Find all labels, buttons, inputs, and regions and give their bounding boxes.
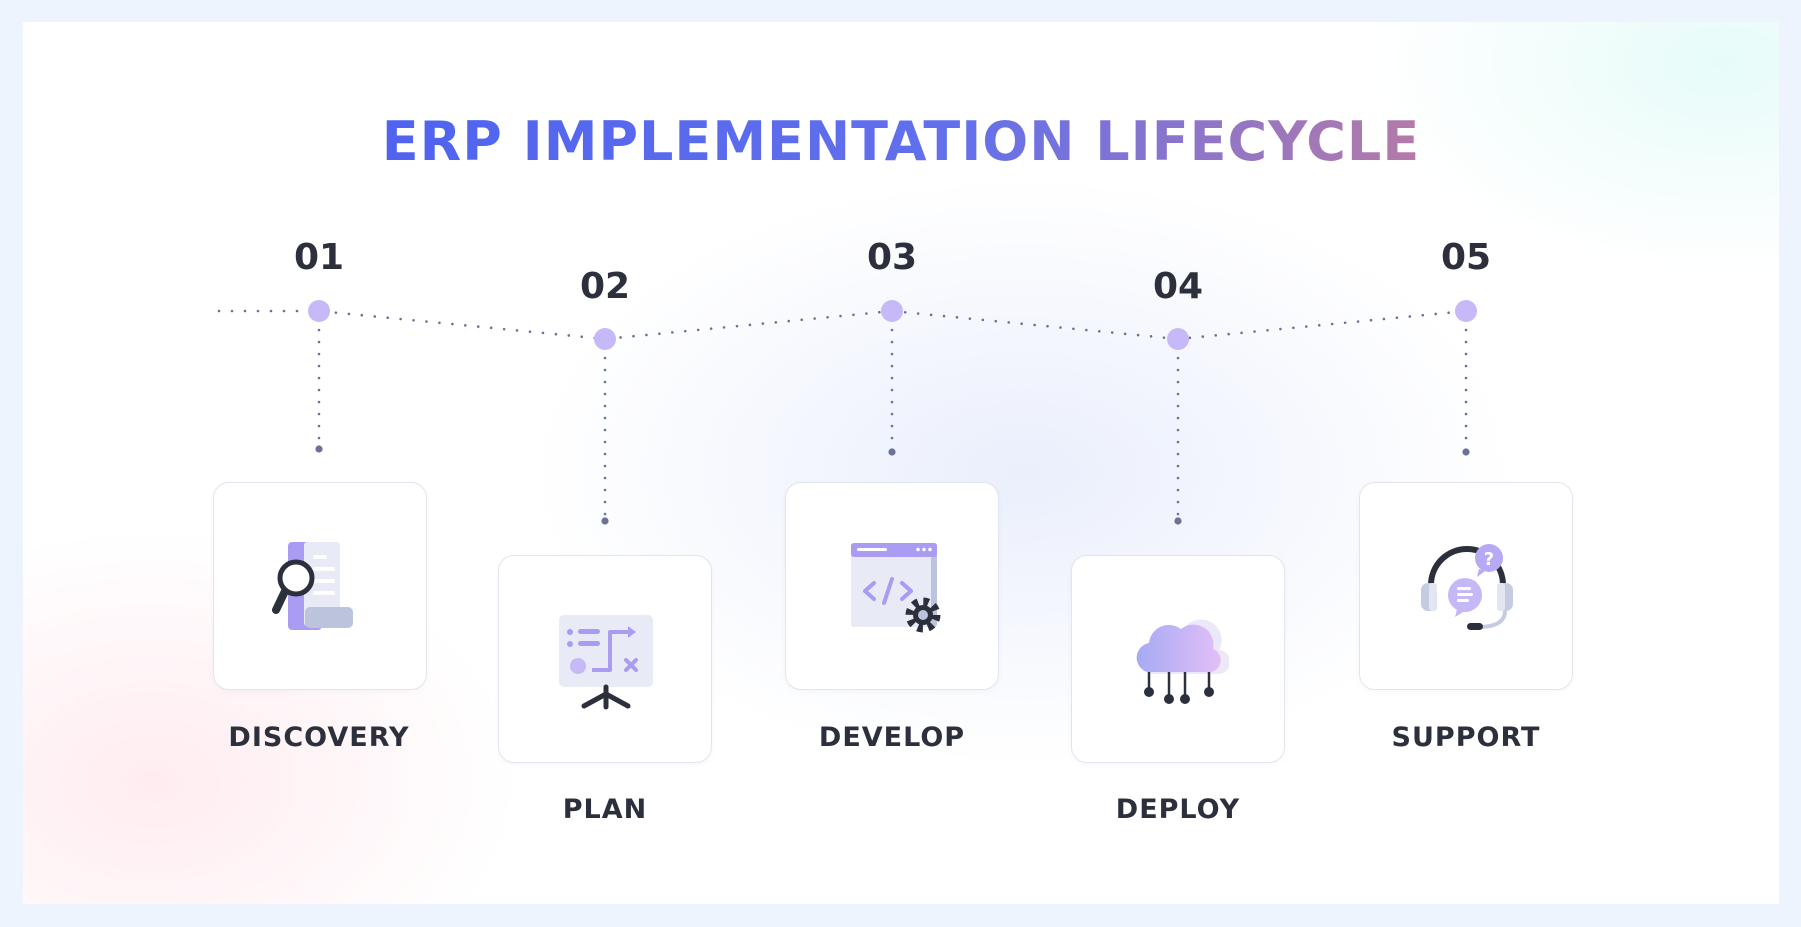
step-label-support: SUPPORT	[1391, 722, 1541, 753]
diagram-title: ERP IMPLEMENTATION LIFECYCLE	[381, 110, 1421, 173]
step-number-02: 02	[579, 266, 631, 307]
timeline-path	[217, 309, 1468, 341]
connector-end-03	[888, 448, 896, 456]
presentation-board-icon	[559, 615, 653, 710]
cloud-network-icon	[1136, 619, 1229, 704]
node-04	[1167, 328, 1189, 350]
connector-end-05	[1462, 448, 1470, 456]
diagram-frame: ERP IMPLEMENTATION LIFECYCLE 01 02 03 04…	[23, 22, 1779, 904]
connector-end-01	[315, 445, 323, 453]
node-02	[594, 328, 616, 350]
connector-end-02	[601, 517, 609, 525]
step-label-discovery: DISCOVERY	[228, 722, 410, 753]
step-card-support: ?	[1359, 482, 1573, 690]
headset-chat-icon: ?	[1421, 544, 1513, 630]
node-01	[308, 300, 330, 322]
timeline	[217, 300, 1477, 525]
step-number-04: 04	[1152, 266, 1204, 307]
node-05	[1455, 300, 1477, 322]
step-number-01: 01	[293, 237, 345, 278]
document-search-icon	[272, 542, 353, 630]
step-label-deploy: DEPLOY	[1115, 794, 1241, 825]
step-label-develop: DEVELOP	[818, 722, 966, 753]
step-card-develop	[785, 482, 999, 690]
svg-text:?: ?	[1484, 549, 1494, 570]
step-card-plan	[498, 555, 712, 763]
connector-end-04	[1174, 517, 1182, 525]
step-card-deploy	[1071, 555, 1285, 763]
node-03	[881, 300, 903, 322]
step-number-03: 03	[866, 237, 918, 278]
step-number-05: 05	[1440, 237, 1492, 278]
step-label-plan: PLAN	[562, 794, 648, 825]
code-window-gear-icon	[851, 543, 941, 633]
step-card-discovery	[213, 482, 427, 690]
